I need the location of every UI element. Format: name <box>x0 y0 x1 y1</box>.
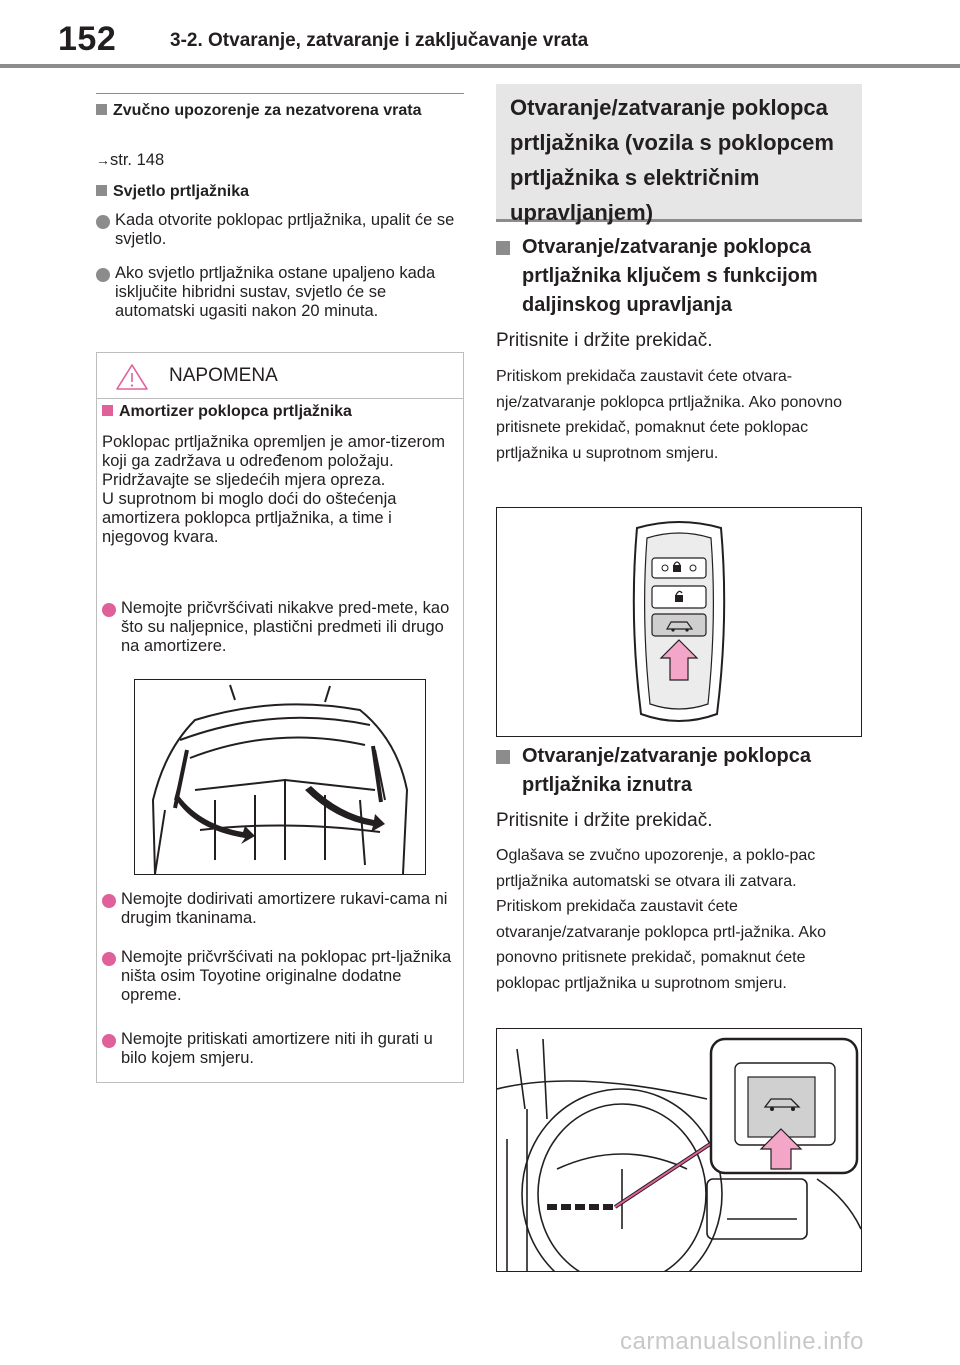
notice-paragraph: Poklopac prtljažnika opremljen je amor-t… <box>102 433 445 546</box>
remote-lead: Pritisnite i držite prekidač. <box>496 330 713 351</box>
notice-box: NAPOMENA Amortizer poklopca prtljažnika … <box>96 352 464 1083</box>
arrow-icon: → <box>96 152 110 168</box>
notice-bullet-1: Nemojte pričvršćivati nikakve pred-mete,… <box>102 599 457 656</box>
warning-triangle-icon <box>116 364 148 390</box>
trunk-light-bullet-1: Kada otvorite poklopac prtljažnika, upal… <box>96 211 464 249</box>
square-bullet-icon <box>496 241 510 255</box>
round-bullet-icon <box>102 1034 116 1048</box>
remote-body: Pritiskom prekidača zaustavit ćete otvar… <box>496 368 842 462</box>
header-rule <box>0 64 960 68</box>
key-fob-drawing <box>632 521 726 722</box>
round-bullet-icon <box>96 268 110 282</box>
notice-header: NAPOMENA <box>97 353 463 399</box>
inside-body: Oglašava se zvučno upozorenje, a poklo-p… <box>496 847 826 992</box>
square-bullet-icon <box>96 185 107 197</box>
watermark: carmanualsonline.info <box>620 1328 864 1355</box>
section-heading: Otvaranje/zatvaranje poklopca prtljažnik… <box>510 95 834 225</box>
key-fob-illustration <box>496 507 862 737</box>
dashboard-switch-illustration <box>496 1028 862 1272</box>
notice-bullet-3: Nemojte pričvršćivati na poklopac prt-lj… <box>102 948 457 1005</box>
square-bullet-icon <box>102 405 113 417</box>
page-number: 152 <box>58 20 117 58</box>
round-bullet-icon <box>102 952 116 966</box>
notice-bullet-4: Nemojte pritiskati amortizere niti ih gu… <box>102 1030 457 1068</box>
section-heading-box: Otvaranje/zatvaranje poklopca prtljažnik… <box>496 84 862 225</box>
section-title: 3-2. Otvaranje, zatvaranje i zaključavan… <box>170 30 589 51</box>
round-bullet-icon <box>102 603 116 617</box>
trunk-light-bullet-2: Ako svjetlo prtljažnika ostane upaljeno … <box>96 264 464 321</box>
remote-heading: Otvaranje/zatvaranje poklopca prtljažnik… <box>496 233 862 320</box>
square-bullet-icon <box>96 104 107 116</box>
notice-bullet-2: Nemojte dodirivati amortizere rukavi-cam… <box>102 890 457 928</box>
trunk-damper-drawing <box>151 684 409 874</box>
door-warning-ref: →str. 148 <box>96 151 165 169</box>
round-bullet-icon <box>96 215 110 229</box>
notice-subtitle: Amortizer poklopca prtljažnika <box>102 402 457 421</box>
square-bullet-icon <box>496 750 510 764</box>
dashboard-drawing <box>497 1037 861 1271</box>
notice-label: NAPOMENA <box>169 365 278 386</box>
round-bullet-icon <box>102 894 116 908</box>
inside-heading: Otvaranje/zatvaranje poklopca prtljažnik… <box>496 742 862 800</box>
inside-lead: Pritisnite i držite prekidač. <box>496 810 713 831</box>
trunk-light-heading: Svjetlo prtljažnika <box>96 182 464 201</box>
door-warning-heading: Zvučno upozorenje za nezatvorena vrata <box>96 101 464 120</box>
top-divider <box>96 93 464 94</box>
trunk-damper-illustration <box>134 679 426 875</box>
